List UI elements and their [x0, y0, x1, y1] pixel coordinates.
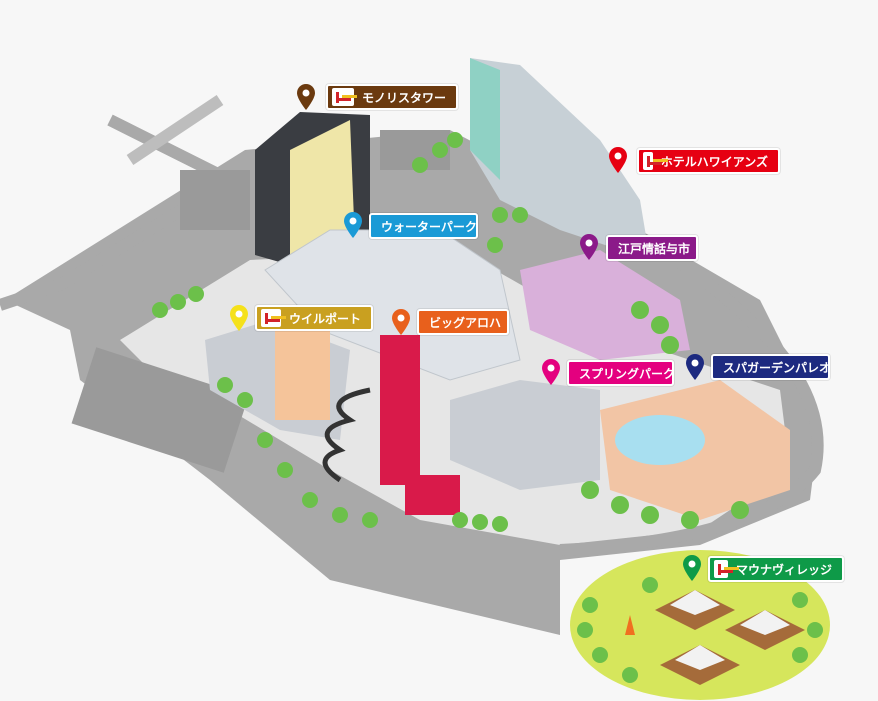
hotel-bed-icon — [261, 309, 281, 327]
label-text: マウナヴィレッジ — [735, 562, 832, 577]
water-park-pin-icon[interactable] — [344, 212, 362, 238]
hotel-bed-icon — [714, 560, 733, 578]
trees — [152, 132, 749, 532]
mauna-village-pin-icon[interactable] — [683, 555, 701, 581]
edo-jowa-yoichi-label[interactable]: 江戸情話与市 — [606, 235, 698, 261]
label-text: ウイルポート — [288, 311, 361, 326]
will-port-pin-icon[interactable] — [230, 305, 248, 331]
hotel-bed-icon — [643, 152, 662, 170]
parking-lot — [71, 347, 249, 473]
will-port-label[interactable]: ウイルポート — [255, 305, 373, 331]
label-text: スプリングパーク — [579, 366, 676, 381]
label-text: ウォーターパーク — [381, 219, 477, 234]
spring-park-pin-icon[interactable] — [542, 359, 560, 385]
label-text: ビッグアロハ — [429, 315, 502, 330]
hotel-hawaiians-facade — [470, 58, 500, 180]
big-aloha-pin-icon[interactable] — [392, 309, 410, 335]
spa-pool — [615, 415, 705, 465]
big-aloha-label[interactable]: ビッグアロハ — [417, 309, 509, 335]
hotel-hawaiians-label[interactable]: ホテルハワイアンズ — [637, 148, 780, 174]
monolith-tower-pin-icon[interactable] — [297, 84, 315, 110]
water-park-label[interactable]: ウォーターパーク — [369, 213, 478, 239]
village-trees — [577, 577, 823, 683]
parking-lot — [180, 170, 250, 230]
ring-road — [559, 234, 824, 556]
mauna-village-tents — [655, 590, 805, 685]
label-text: モノリスタワー — [361, 90, 446, 105]
spa-garden-paleo-pin-icon[interactable] — [686, 354, 704, 380]
spring-park-building — [450, 380, 600, 490]
hotel-hawaiians-building — [470, 58, 650, 260]
label-text: 江戸情話与市 — [618, 241, 691, 256]
big-aloha-tower — [380, 335, 420, 485]
monolith-tower-facade — [290, 120, 355, 262]
label-text: ホテルハワイアンズ — [660, 154, 768, 169]
monolith-tower-label[interactable]: モノリスタワー — [326, 84, 458, 110]
hotel-hawaiians-pin-icon[interactable] — [609, 147, 627, 173]
access-road — [0, 114, 243, 311]
big-aloha-annex — [405, 475, 460, 515]
label-text: スパガーデンパレオ — [723, 360, 832, 375]
mauna-village-label[interactable]: マウナヴィレッジ — [708, 556, 844, 582]
campfire-icon — [625, 615, 635, 635]
edo-jowa-yoichi-area — [520, 250, 690, 360]
water-slide — [322, 387, 371, 483]
will-port-wing — [275, 330, 330, 420]
hotel-bed-icon — [332, 88, 354, 106]
spa-garden-paleo-label[interactable]: スパガーデンパレオ — [711, 354, 832, 380]
spring-park-label[interactable]: スプリングパーク — [567, 360, 676, 386]
edo-jowa-yoichi-pin-icon[interactable] — [580, 234, 598, 260]
access-road-2 — [126, 95, 224, 165]
